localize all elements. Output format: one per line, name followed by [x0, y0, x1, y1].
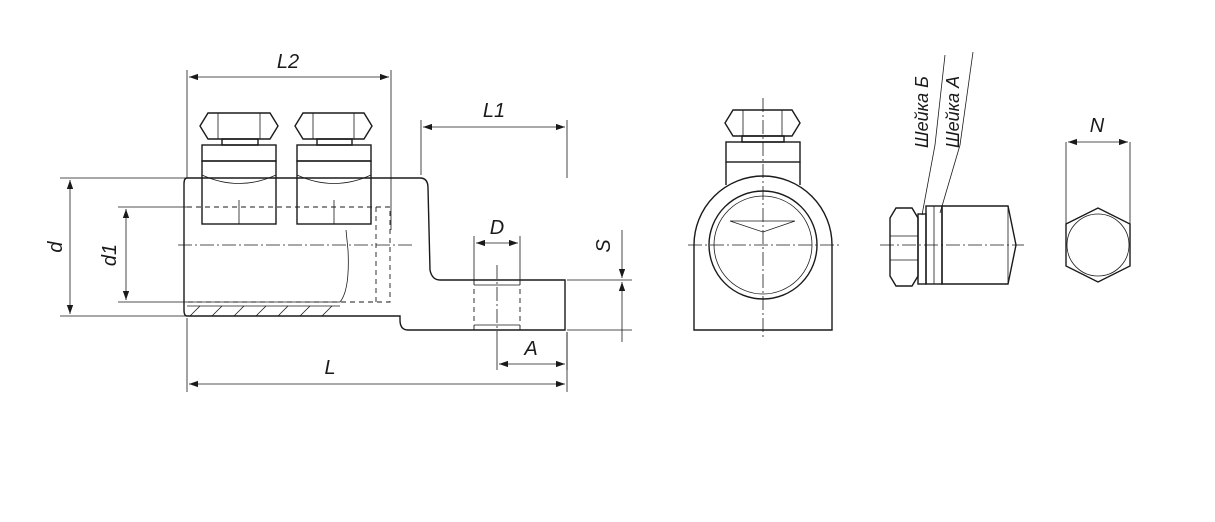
- dim-label-d1: d1: [99, 244, 121, 266]
- body-outline: [183, 177, 566, 331]
- dim-label-l1: L1: [483, 100, 505, 122]
- dimensions: L2 L1 D S d d1 A L: [45, 51, 632, 392]
- dim-label-s: S: [593, 239, 615, 253]
- front-view: [178, 112, 566, 345]
- hex-view: N: [1065, 115, 1131, 283]
- callout-neck-b: Шейка Б: [912, 76, 932, 148]
- dim-label-l: L: [324, 357, 335, 379]
- bolt-side-view: Шейка Б Шейка А: [880, 51, 1024, 287]
- dim-label-d-hole: D: [490, 217, 504, 239]
- callout-neck-a: Шейка А: [943, 76, 963, 148]
- dim-label-l2: L2: [277, 51, 299, 73]
- bolt-head-right: [294, 112, 373, 162]
- hatching: [187, 305, 340, 317]
- dim-label-d: d: [45, 241, 67, 253]
- dim-label-a: A: [523, 338, 537, 360]
- dim-label-n: N: [1090, 115, 1105, 137]
- bolt-head-left: [199, 112, 279, 162]
- end-view: [688, 98, 840, 338]
